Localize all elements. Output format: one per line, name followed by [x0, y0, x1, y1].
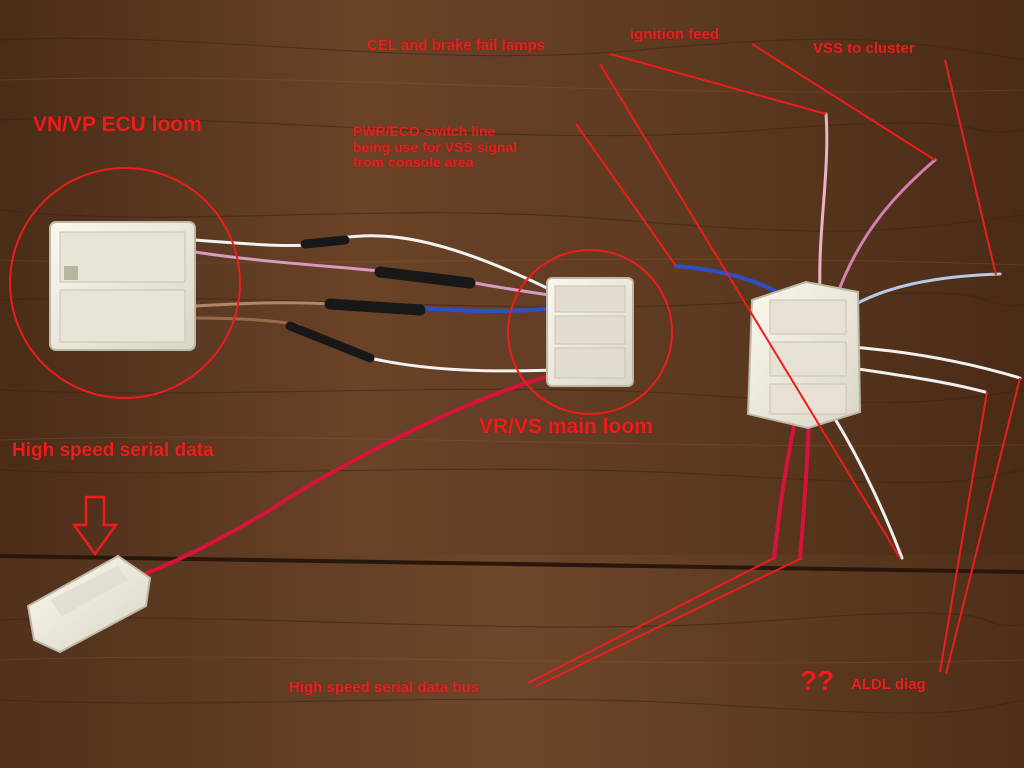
ecu-connector	[49, 221, 196, 351]
ecu-circle	[9, 167, 241, 399]
main-loom-label: VR/VS main loom	[479, 415, 653, 438]
ignition-feed-label: ignition feed	[630, 26, 720, 43]
pwr-eco-line-1: PWR/ECO switch line	[353, 123, 496, 139]
pwr-eco-label: PWR/ECO switch line being use for VSS si…	[353, 123, 593, 171]
vss-cluster-label: VSS to cluster	[813, 40, 915, 57]
bus-pointer-b	[535, 557, 803, 687]
pwr-eco-pointer	[575, 123, 677, 267]
serial-data-plug	[26, 554, 152, 654]
right-connector	[746, 280, 862, 430]
annotation-marks	[9, 43, 1021, 687]
vss-cluster-pointer-b	[944, 59, 997, 276]
cel-lamps-label: CEL and brake fail lamps	[367, 37, 546, 54]
serial-bus-label: High speed serial data bus	[289, 679, 480, 696]
vss-cluster-pointer-a	[751, 43, 936, 161]
aldl-pointer-a	[939, 391, 988, 673]
cel-pointer	[599, 63, 901, 559]
down-arrow-icon	[71, 495, 119, 557]
main-loom-connector	[546, 277, 634, 387]
aldl-diag-label: ALDL diag	[851, 676, 926, 693]
pwr-eco-line-2: being use for VSS signal	[353, 138, 518, 155]
main-loom-circle	[507, 249, 673, 415]
unknown-marks-label: ??	[800, 665, 835, 696]
ecu-loom-label: VN/VP ECU loom	[33, 113, 202, 136]
bus-pointer-a	[527, 557, 775, 684]
serial-data-label: High speed serial data	[12, 440, 214, 461]
pwr-eco-line-3: from console area	[353, 154, 474, 171]
ignition-pointer	[609, 53, 827, 115]
aldl-pointer-b	[945, 377, 1021, 675]
